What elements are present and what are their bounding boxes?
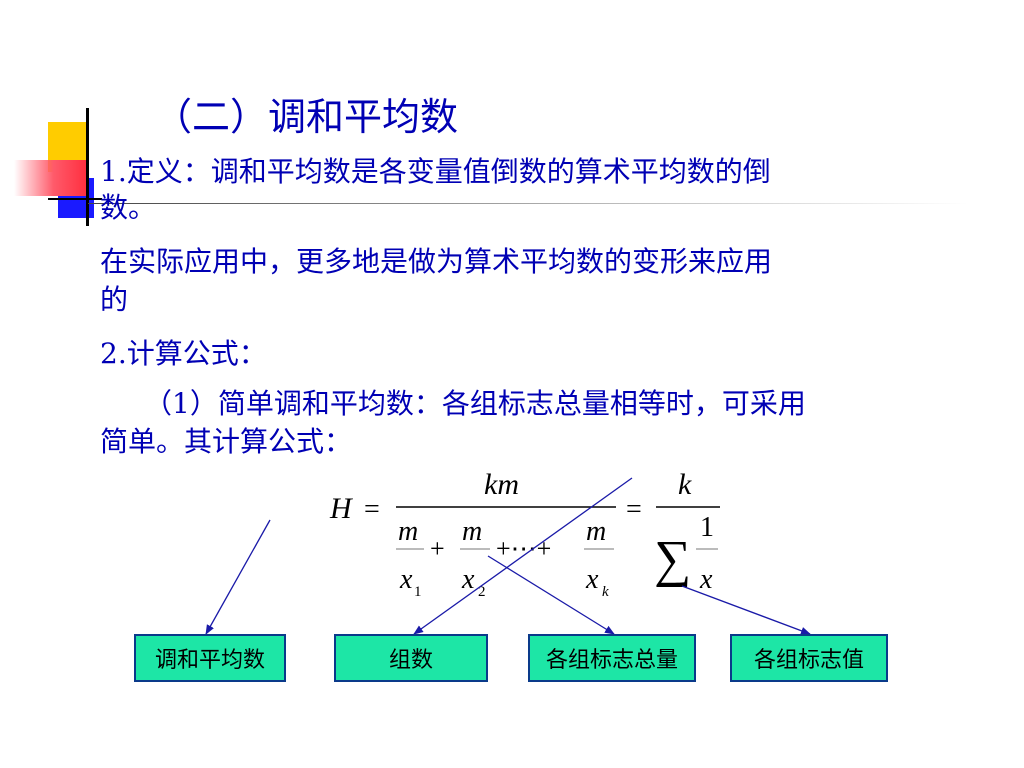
formula-equals-1: =	[364, 494, 380, 525]
arrow-to-harmonic-mean	[205, 519, 271, 635]
label-group-total: 各组标志总量	[528, 634, 696, 682]
decor-red-gradient	[14, 160, 86, 196]
label-harmonic-mean: 调和平均数	[134, 634, 286, 682]
formula-h: H	[329, 492, 354, 525]
formula-sigma: ∑	[654, 531, 691, 588]
formula-plus: +	[430, 534, 445, 563]
simple-line-2: 简单。其计算公式：	[100, 425, 353, 458]
formula-m-1: m	[398, 516, 418, 547]
arrow-to-group-count	[413, 477, 633, 635]
formula-plus-dots: +⋯+	[496, 534, 551, 563]
definition-line-2: 数。	[100, 191, 157, 224]
formula-x-k: x	[585, 564, 599, 595]
formula-m-k: m	[586, 516, 606, 547]
formula-sub-2: 2	[478, 584, 486, 600]
application-line-1: 在实际应用中，更多地是做为算术平均数的变形来应用	[100, 245, 773, 278]
formula-x-sum: x	[699, 564, 713, 595]
label-group-count: 组数	[334, 634, 488, 682]
decor-vertical-line	[86, 108, 89, 226]
title-divider	[88, 203, 968, 204]
formula-one: 1	[700, 512, 714, 543]
formula-sub-1: 1	[414, 584, 422, 600]
formula-km: km	[484, 468, 519, 501]
arrow-to-group-total	[487, 555, 615, 635]
arrow-to-group-value	[681, 585, 811, 635]
formula-heading: 2.计算公式：	[100, 337, 267, 370]
application-line-2: 的	[100, 283, 129, 316]
formula-k: k	[678, 468, 692, 501]
decor-horizontal-line	[48, 198, 102, 200]
simple-line-1: （1）简单调和平均数：各组标志总量相等时，可采用	[144, 387, 806, 420]
label-group-value: 各组标志值	[730, 634, 888, 682]
formula-x-1: x	[399, 564, 413, 595]
slide-title: （二）调和平均数	[154, 95, 459, 139]
definition-line-1: 1.定义：调和平均数是各变量值倒数的算术平均数的倒	[100, 155, 771, 188]
formula-m-2: m	[462, 516, 482, 547]
formula-equals-2: =	[626, 494, 642, 525]
formula-x-2: x	[461, 564, 475, 595]
formula-sub-k: k	[602, 584, 609, 600]
